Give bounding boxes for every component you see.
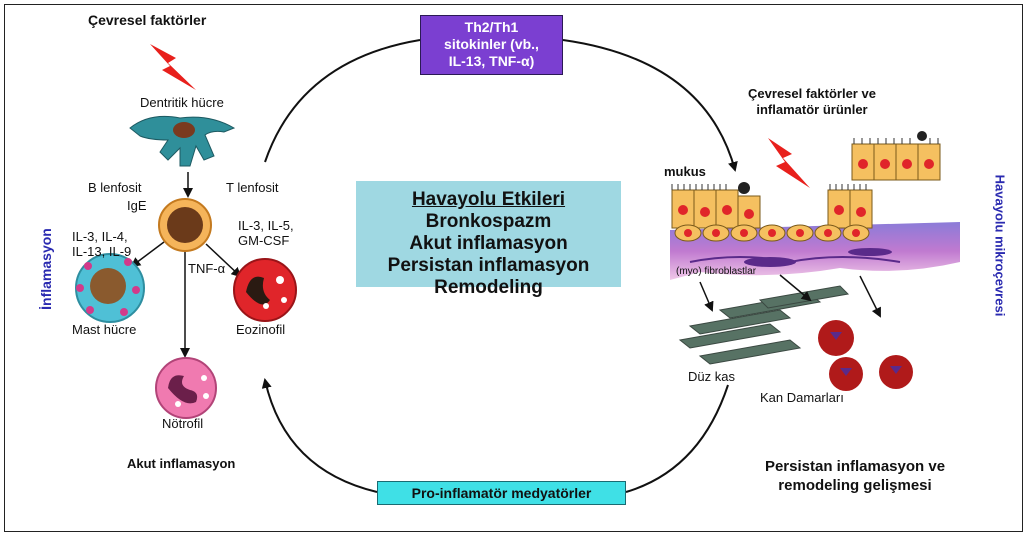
epithelium [671, 182, 873, 242]
persistent-line-2: remodeling gelişmesi [778, 477, 932, 494]
epithelium-inset [851, 131, 941, 181]
cycle-arc-top-right [562, 39, 738, 172]
persistent-inflammation-label: Persistan inflamasyon ve remodeling geli… [710, 457, 1000, 495]
right-factors-label: Çevresel faktörler ve inflamatör ürünler [712, 86, 912, 118]
airway-effect-item: Remodeling [434, 277, 543, 298]
right-factors-line-2: inflamatör ürünler [756, 102, 868, 117]
cytokine-line-2: sitokinler (vb., [444, 36, 539, 52]
mast-cell-label: Mast hücre [72, 322, 137, 337]
lightning-icon-right [768, 138, 810, 188]
il-right-line-2: GM-CSF [238, 233, 290, 248]
il-right-label: IL-3, IL-5, GM-CSF [238, 218, 294, 248]
lightning-icon-left [150, 44, 196, 90]
fibroblasts-label: (myo) fibroblastlar [676, 266, 757, 277]
neutrophil-icon [155, 357, 217, 419]
eosinophil-icon [233, 258, 297, 322]
smooth-muscle-icon [678, 285, 850, 365]
figure-frame [4, 4, 1023, 532]
lymphocyte-icon [158, 198, 212, 252]
cytokine-box: Th2/Th1 sitokinler (vb., IL-13, TNF-α) [420, 15, 563, 75]
dendritic-cell-label: Dentritik hücre [140, 95, 224, 110]
persistent-line-1: Persistan inflamasyon ve [764, 458, 946, 475]
airway-effect-item: Bronkospazm [425, 211, 552, 232]
mucus-label: mukus [664, 164, 706, 179]
blood-vessels-label: Kan Damarları [760, 390, 844, 405]
eosinophil-label: Eozinofil [236, 322, 286, 337]
airway-effect-item: Akut inflamasyon [409, 233, 568, 254]
acute-inflammation-label: Akut inflamasyon [127, 456, 236, 471]
cycle-arc-top-left [264, 39, 421, 163]
airway-microenvironment-vertical-label: Havayolu mikroçevresi [992, 174, 1008, 317]
il-left-line-1: IL-3, IL-4, [72, 229, 128, 244]
inflammation-vertical-label: İnflamasyon [38, 228, 54, 310]
il-left-line-2: IL-13, IL-9 [72, 244, 132, 259]
cycle-arc-bottom-right [625, 384, 729, 493]
il-right-line-1: IL-3, IL-5, [238, 218, 294, 233]
airway-effects-title: Havayolu Etkileri [411, 189, 566, 210]
environment-factors-label: Çevresel faktörler [88, 12, 207, 28]
tnf-label: TNF-α [188, 261, 226, 276]
ige-label: IgE [127, 198, 147, 213]
airway-effects-box: Havayolu Etkileri Bronkospazm Akut infla… [356, 181, 621, 298]
mast-cell-icon [75, 253, 145, 323]
blood-vessel-icon [818, 320, 913, 391]
pro-inflammatory-mediators-box: Pro-inflamatör medyatörler [377, 481, 626, 505]
airway-effect-item: Persistan inflamasyon [387, 255, 590, 276]
dendritic-cell-icon [129, 115, 236, 167]
cytokine-line-3: IL-13, TNF-α) [448, 53, 535, 69]
t-lymphocyte-label: T lenfosit [226, 180, 279, 195]
smooth-muscle-label: Düz kas [688, 369, 735, 384]
neutrophil-label: Nötrofil [162, 416, 204, 431]
right-factors-line-1: Çevresel faktörler ve [748, 86, 876, 101]
b-lymphocyte-label: B lenfosit [88, 180, 142, 195]
cycle-arc-bottom-left [261, 378, 378, 493]
cytokine-line-1: Th2/Th1 [464, 19, 519, 35]
il-left-label: IL-3, IL-4, IL-13, IL-9 [72, 229, 131, 259]
